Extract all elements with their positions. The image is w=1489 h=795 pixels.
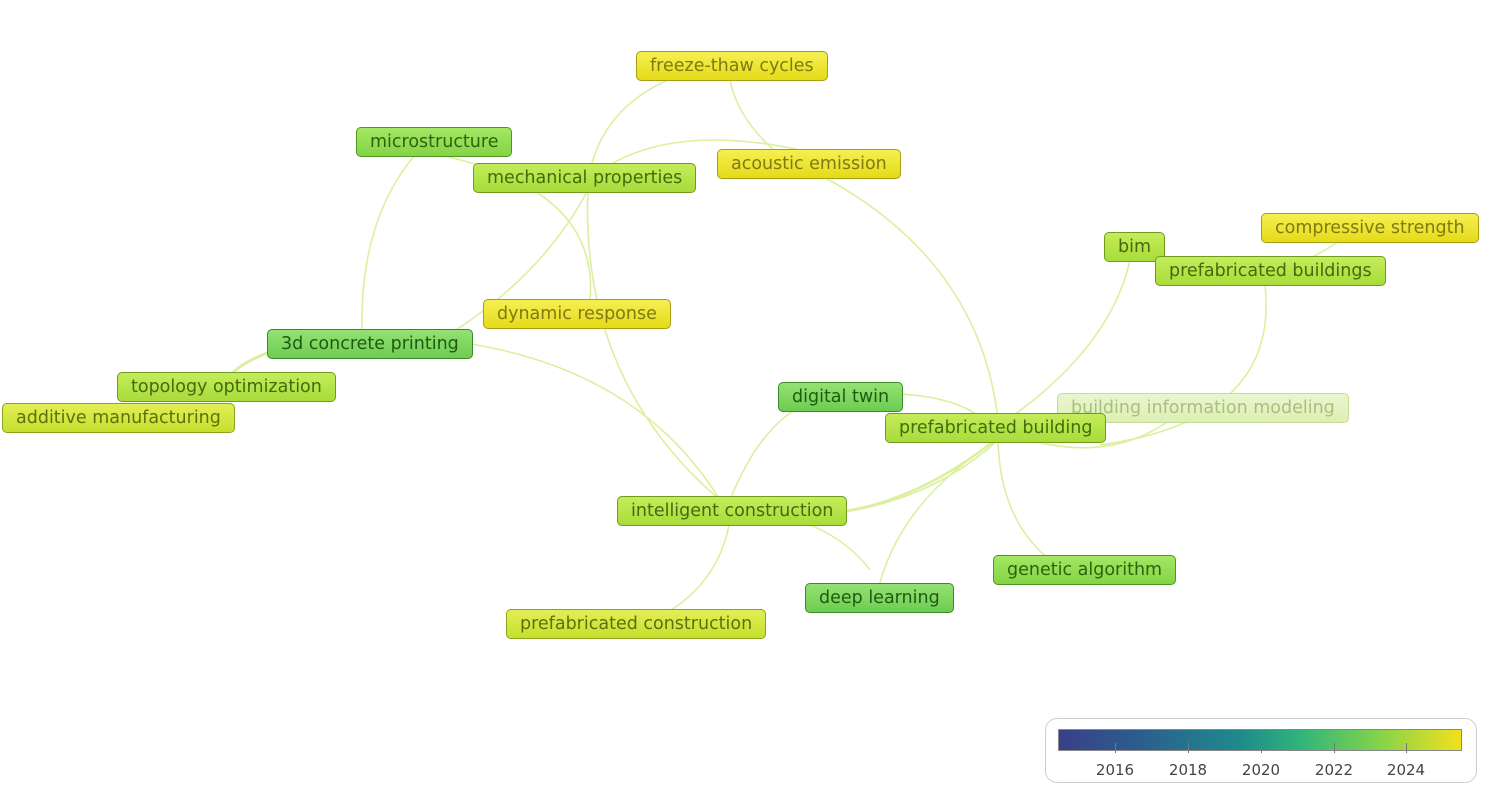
node-mechanical-properties[interactable]: mechanical properties [473, 163, 697, 193]
node-dynamic-response[interactable]: dynamic response [483, 299, 671, 329]
node-freeze-thaw-cycles[interactable]: freeze-thaw cycles [636, 51, 828, 81]
node-prefabricated-buildings[interactable]: prefabricated buildings [1155, 256, 1386, 286]
legend-tick-label: 2024 [1386, 761, 1426, 779]
legend-tick [1188, 743, 1189, 753]
edge [997, 439, 1051, 561]
edge [439, 189, 589, 341]
node-genetic-algorithm[interactable]: genetic algorithm [993, 555, 1177, 585]
legend-tick-label: 2018 [1168, 761, 1208, 779]
node-acoustic-emission[interactable]: acoustic emission [717, 149, 901, 179]
legend-tick-label: 2022 [1314, 761, 1354, 779]
edge [819, 174, 999, 421]
node-prefabricated-building[interactable]: prefabricated building [885, 413, 1107, 443]
node-additive-manufacturing[interactable]: additive manufacturing [2, 403, 235, 433]
edge [1099, 284, 1267, 446]
legend-tick [1115, 743, 1116, 753]
node-intelligent-construction[interactable]: intelligent construction [617, 496, 848, 526]
legend-tick [1334, 743, 1335, 753]
legend-tick-label: 2020 [1241, 761, 1281, 779]
edge [999, 259, 1131, 426]
node-bim[interactable]: bim [1104, 232, 1166, 262]
node-topology-optimization[interactable]: topology optimization [117, 372, 336, 402]
node-compressive-strength[interactable]: compressive strength [1261, 213, 1479, 243]
legend-tick [1261, 743, 1262, 753]
edge [464, 342, 721, 501]
year-color-legend: 2016 2018 2020 2022 2024 [1045, 718, 1477, 783]
color-scale-bar [1058, 729, 1462, 751]
edge [667, 519, 731, 613]
edge [361, 154, 416, 331]
legend-tick [1406, 743, 1407, 753]
edge [586, 189, 721, 501]
node-digital-twin[interactable]: digital twin [778, 382, 904, 412]
node-microstructure[interactable]: microstructure [356, 127, 513, 157]
legend-tick-label: 2016 [1095, 761, 1135, 779]
node-3d-concrete-printing[interactable]: 3d concrete printing [267, 329, 473, 359]
edge [839, 439, 996, 514]
node-deep-learning[interactable]: deep learning [805, 583, 954, 613]
edge [877, 439, 999, 591]
node-prefabricated-construction[interactable]: prefabricated construction [506, 609, 767, 639]
